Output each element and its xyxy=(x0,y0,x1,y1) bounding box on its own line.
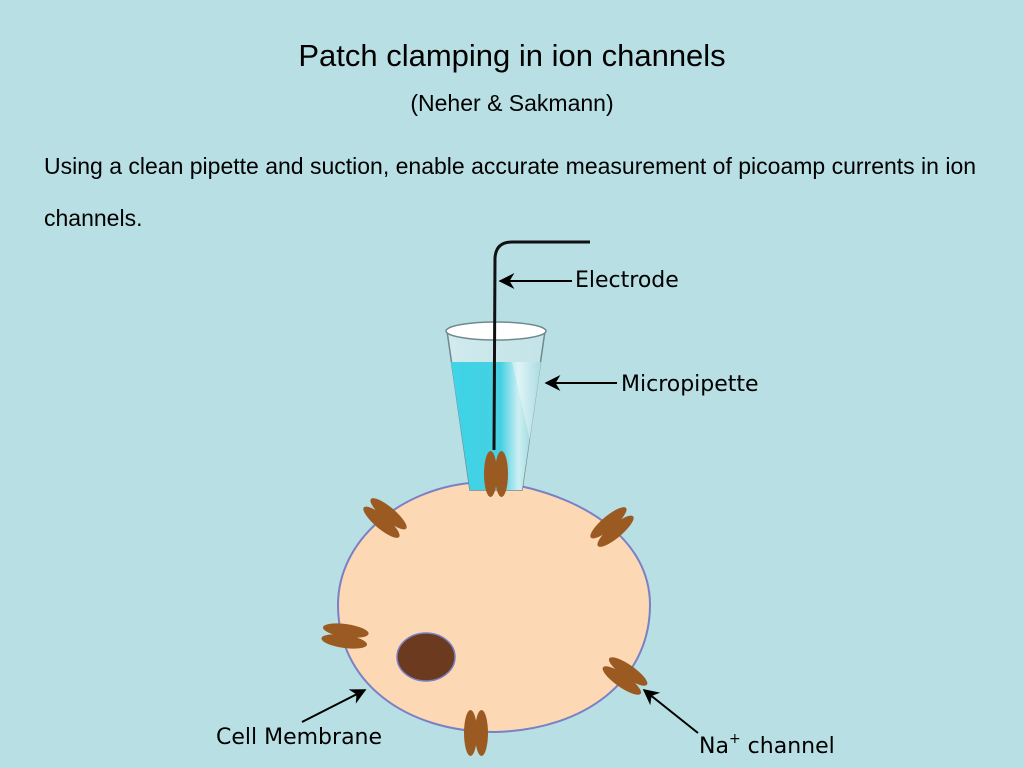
micropipette-label: Micropipette xyxy=(621,372,759,397)
na-channel-label-rest: channel xyxy=(741,734,835,759)
slide-body-text: Using a clean pipette and suction, enabl… xyxy=(44,153,977,231)
na-channel-label-base: Na xyxy=(699,734,729,759)
slide-title: Patch clamping in ion channels xyxy=(298,38,726,73)
nucleus xyxy=(396,632,456,682)
slide-subtitle: (Neher & Sakmann) xyxy=(410,90,614,116)
cell-membrane-arrow xyxy=(301,689,367,723)
na-channel-label: Na+ channel xyxy=(699,731,835,759)
electrode-label: Electrode xyxy=(575,268,679,293)
cell-membrane-label: Cell Membrane xyxy=(216,725,382,750)
na-channel-label-superscript: + xyxy=(729,731,741,747)
na-channel-arrow xyxy=(642,689,699,734)
electrode-wire xyxy=(492,240,590,451)
